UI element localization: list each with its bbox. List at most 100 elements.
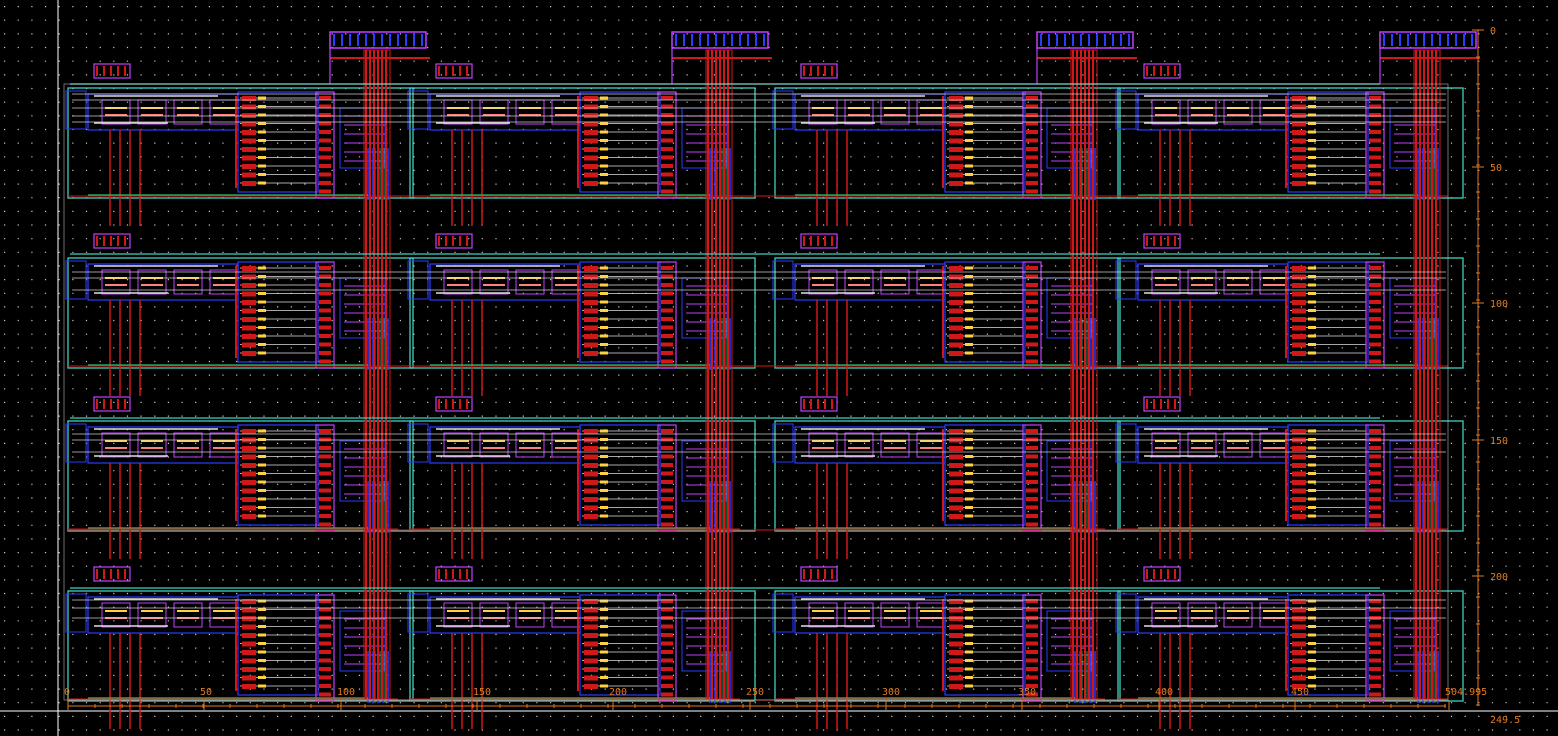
decoder-contact bbox=[1308, 164, 1316, 168]
transistor bbox=[844, 602, 874, 628]
decoder-fet bbox=[584, 121, 598, 127]
decoder-contact bbox=[258, 300, 266, 304]
decoder-fet bbox=[242, 497, 256, 502]
decoder-fet bbox=[1292, 300, 1306, 305]
decoder-fet bbox=[242, 641, 256, 647]
driver-fet bbox=[319, 658, 331, 663]
sense-block bbox=[681, 610, 727, 672]
decoder-fet bbox=[949, 505, 963, 511]
bitcell-block[interactable] bbox=[65, 566, 414, 729]
driver-fet bbox=[661, 463, 673, 467]
driver-column bbox=[1022, 594, 1042, 702]
decoder-contact bbox=[1308, 472, 1316, 475]
decoder-contact bbox=[258, 317, 266, 321]
driver-fet bbox=[319, 641, 331, 646]
transistor bbox=[479, 269, 509, 295]
driver-fet bbox=[1369, 497, 1381, 501]
decoder-contact bbox=[600, 438, 608, 441]
decoder-contact bbox=[1308, 113, 1316, 117]
sense-block bbox=[1389, 440, 1435, 502]
decoder-fet bbox=[584, 147, 598, 152]
driver-column bbox=[657, 91, 677, 199]
driver-fet bbox=[319, 342, 331, 347]
driver-fet bbox=[661, 130, 673, 134]
decoder-contact bbox=[600, 650, 608, 654]
driver-fet bbox=[1026, 189, 1038, 194]
decoder-contact bbox=[258, 676, 266, 679]
decoder-fet bbox=[949, 121, 963, 127]
driver-fet bbox=[1369, 181, 1381, 185]
driver-fet bbox=[1026, 454, 1038, 459]
decoder-fet bbox=[949, 463, 963, 468]
decoder-contact bbox=[1308, 343, 1316, 346]
driver-fet bbox=[1369, 488, 1381, 493]
corner-value: 249.5 bbox=[1490, 715, 1520, 726]
driver-fet bbox=[1026, 317, 1038, 321]
bitcell-block[interactable] bbox=[772, 396, 1121, 559]
decoder-contact bbox=[600, 156, 608, 159]
decoder-contact bbox=[1308, 130, 1316, 134]
transistor bbox=[515, 432, 545, 458]
driver-fet bbox=[1026, 113, 1038, 117]
driver-fet bbox=[1369, 342, 1381, 347]
decoder-contact bbox=[258, 446, 266, 450]
decoder-fet bbox=[1292, 291, 1306, 297]
driver-fet bbox=[1369, 189, 1381, 194]
cell-outline bbox=[67, 590, 414, 702]
cell-outline bbox=[774, 590, 1121, 702]
decoder-fet bbox=[242, 138, 256, 144]
driver-fet bbox=[1369, 675, 1381, 680]
decoder-fet bbox=[584, 684, 598, 689]
decoder-block bbox=[944, 594, 1026, 696]
decoder-fet bbox=[949, 650, 963, 655]
decoder-contact bbox=[258, 164, 266, 168]
decoder-block bbox=[237, 91, 319, 193]
decoder-fet bbox=[1292, 351, 1306, 356]
cell-outline bbox=[409, 590, 756, 702]
driver-column bbox=[1365, 261, 1385, 369]
driver-fet bbox=[661, 658, 673, 663]
decoder-fet bbox=[1292, 429, 1306, 434]
y-tick-label: 0 bbox=[1490, 26, 1496, 37]
y-tick-label: 100 bbox=[1490, 299, 1508, 310]
decoder-fet bbox=[1292, 607, 1306, 613]
tap-cell bbox=[772, 423, 794, 463]
decoder-fet bbox=[584, 155, 598, 161]
decoder-contact bbox=[258, 514, 266, 518]
driver-fet bbox=[1369, 164, 1381, 168]
driver-fet bbox=[319, 454, 331, 459]
tap-cell bbox=[65, 423, 87, 463]
driver-fet bbox=[319, 96, 331, 100]
decoder-fet bbox=[584, 181, 598, 186]
cell-outline bbox=[67, 420, 414, 532]
decoder-contact bbox=[965, 326, 973, 329]
decoder-contact bbox=[600, 326, 608, 329]
input-pins bbox=[800, 233, 838, 249]
decoder-contact bbox=[965, 659, 973, 662]
driver-column bbox=[1022, 261, 1042, 369]
decoder-contact bbox=[1308, 105, 1316, 108]
decoder-fet bbox=[242, 488, 256, 494]
decoder-fet bbox=[242, 266, 256, 271]
driver-fet bbox=[1369, 667, 1381, 671]
layout-geometry[interactable] bbox=[63, 31, 1480, 729]
driver-fet bbox=[661, 624, 673, 629]
bitcell-block[interactable] bbox=[407, 566, 756, 729]
decoder-fet bbox=[242, 351, 256, 356]
decoder-fet bbox=[242, 342, 256, 348]
bitcell-block[interactable] bbox=[407, 396, 756, 559]
decoder-contact bbox=[965, 283, 973, 287]
sense-block bbox=[1389, 610, 1435, 672]
decoder-contact bbox=[600, 497, 608, 501]
tap-cell bbox=[407, 260, 429, 300]
bitcell-block[interactable] bbox=[1115, 566, 1464, 729]
cell-outline bbox=[409, 257, 756, 369]
decoder-fet bbox=[584, 274, 598, 280]
driver-fet bbox=[1369, 317, 1381, 321]
decoder-fet bbox=[1292, 130, 1306, 135]
decoder-fet bbox=[242, 505, 256, 511]
transistor bbox=[515, 269, 545, 295]
cell-outline bbox=[67, 87, 414, 199]
driver-fet bbox=[661, 633, 673, 637]
